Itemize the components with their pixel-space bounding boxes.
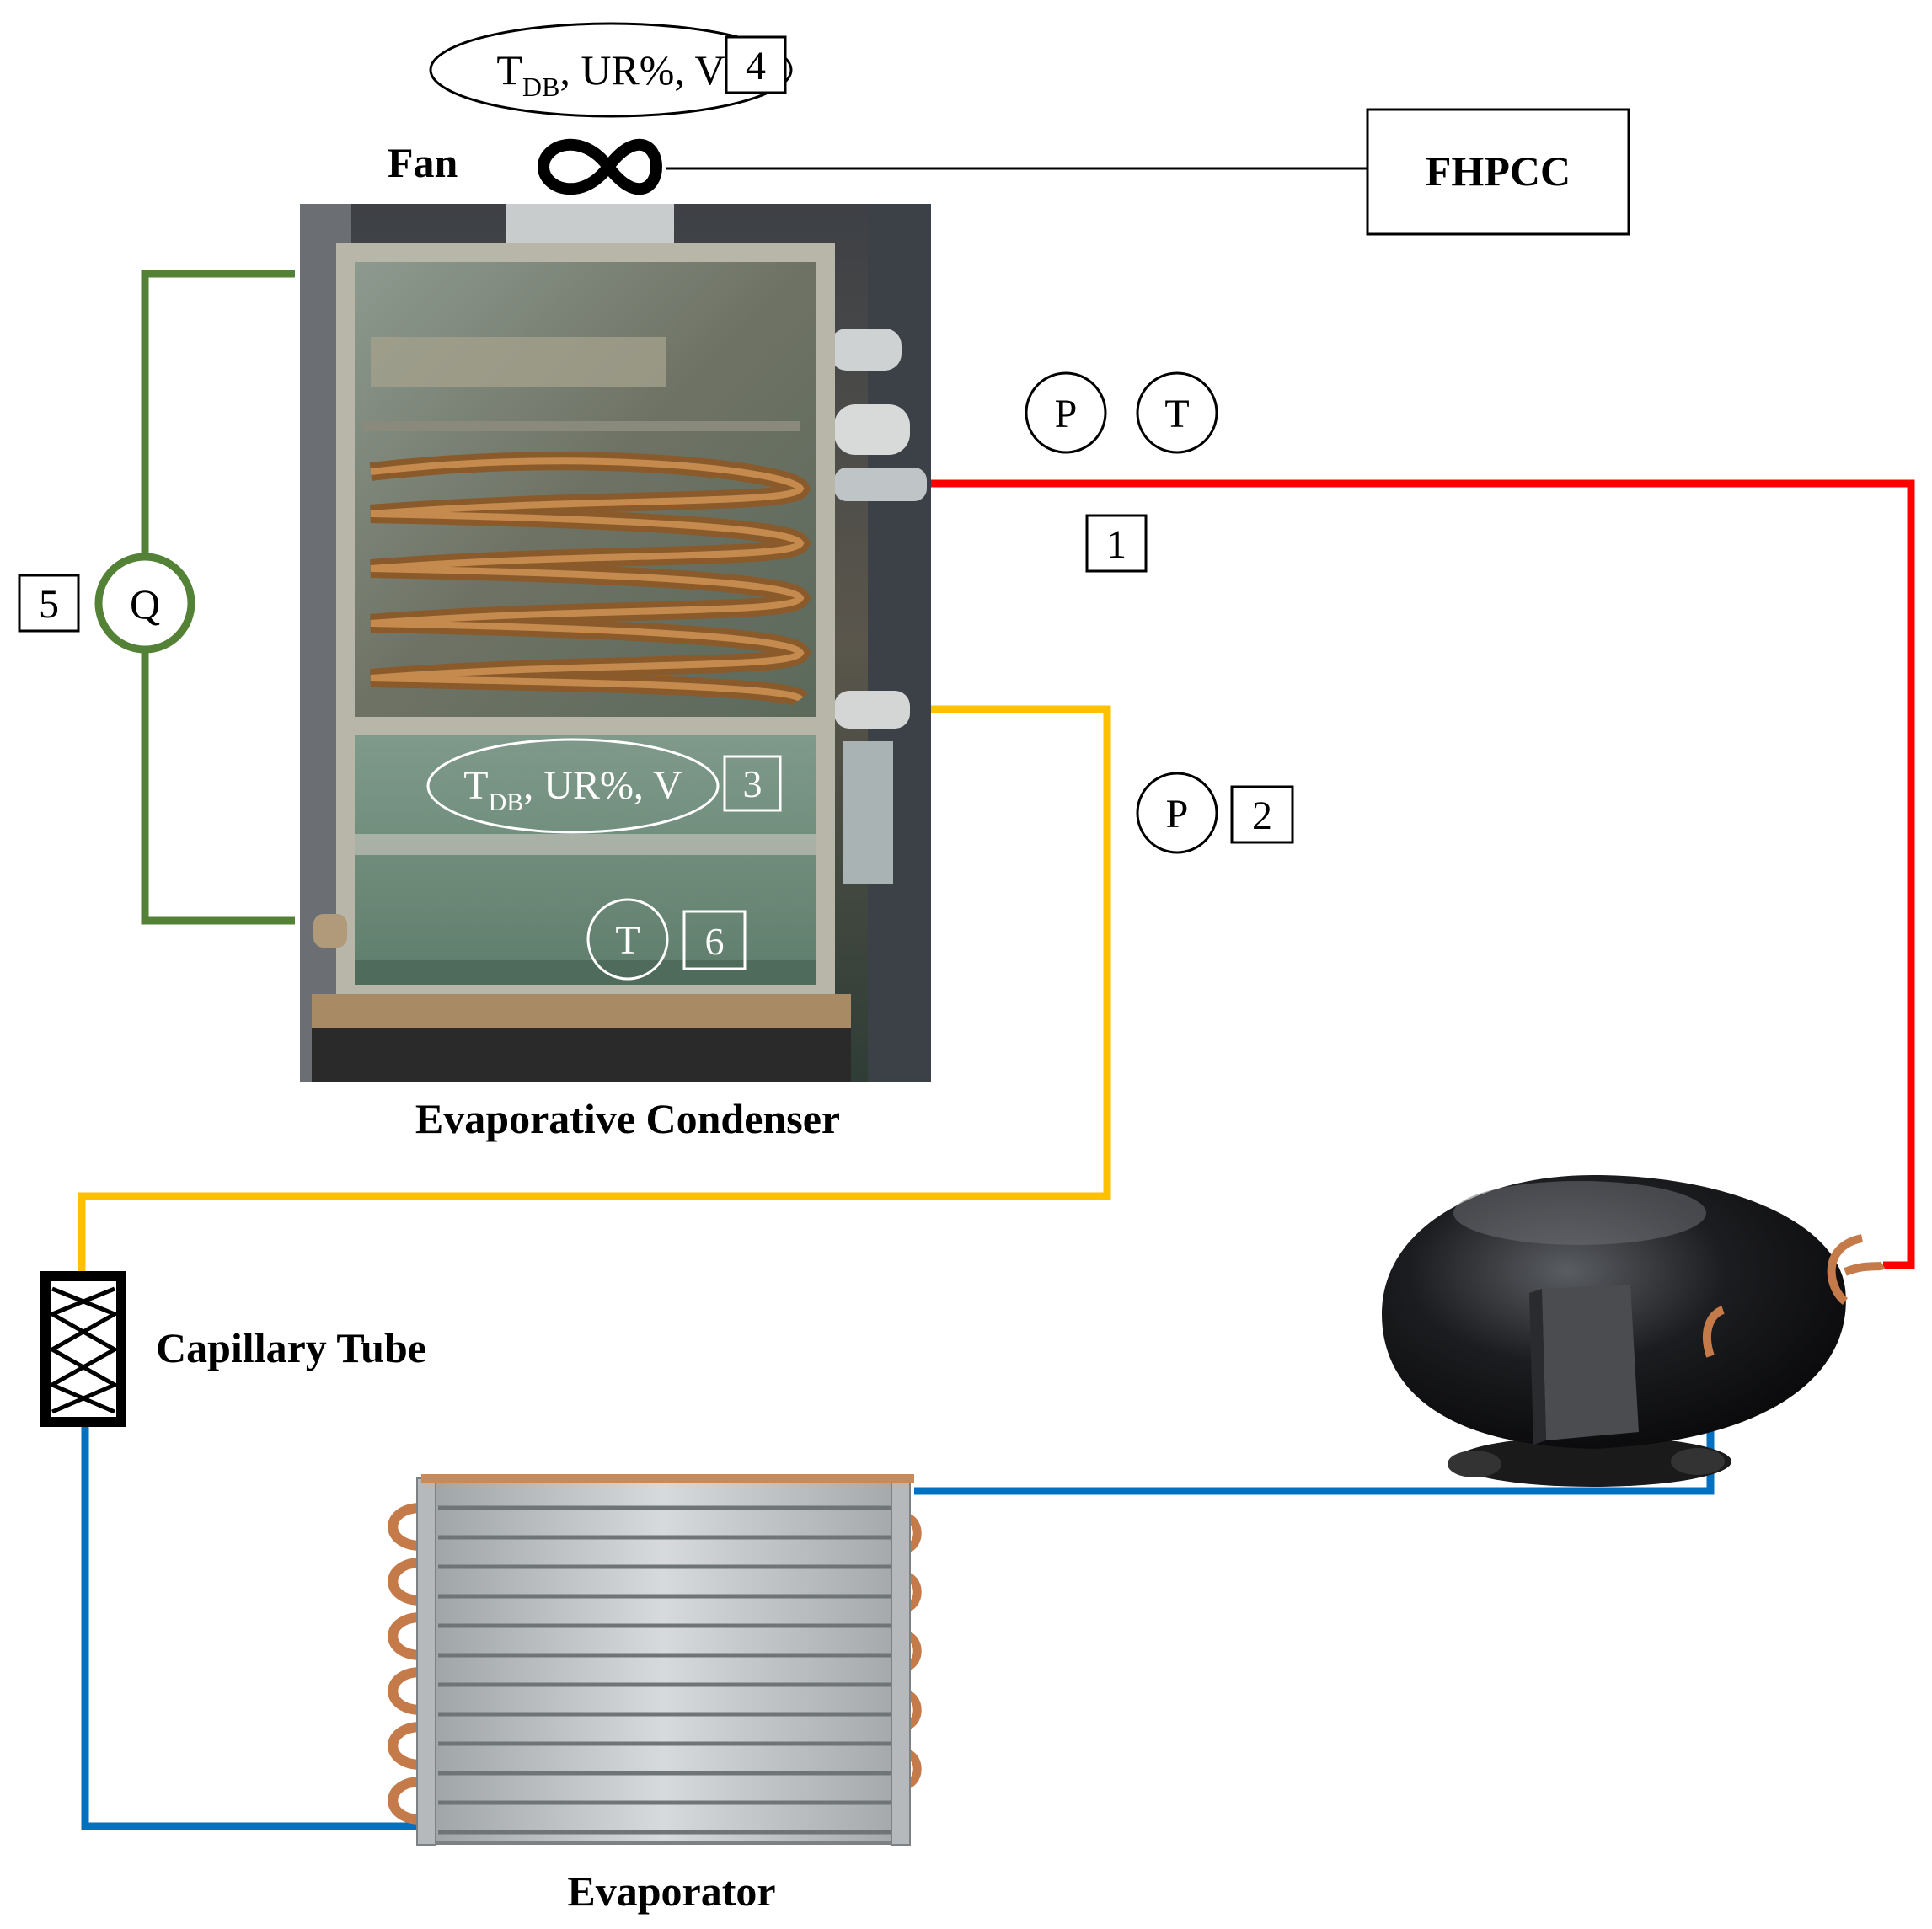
capillary-tube-label: Capillary Tube <box>156 1324 426 1371</box>
inlet-air-sensor-label: TDB, UR%, V <box>463 763 682 816</box>
suction-line-pipe-left <box>81 1422 421 1830</box>
inlet-air-sensor-id-box <box>723 755 782 812</box>
inlet-air-sensor-ellipse <box>426 738 720 834</box>
water-temp-sensor-id-box <box>682 910 747 970</box>
water-temp-sensor-circle <box>586 898 669 981</box>
discharge-pressure-sensor-circle <box>1025 371 1107 454</box>
discharge-temp-sensor-circle <box>1136 371 1218 454</box>
liquid-line-pipe <box>78 705 1111 1276</box>
evaporator-label: Evaporator <box>567 1868 775 1915</box>
fan-icon <box>537 138 663 195</box>
capillary-tube-icon <box>40 1271 126 1427</box>
top-air-sensor-id-box <box>725 35 787 94</box>
fan-label: Fan <box>388 139 458 186</box>
top-air-sensor-id: 4 <box>746 44 766 88</box>
discharge-temp-sensor-label: T <box>1164 392 1189 436</box>
discharge-line-pipe <box>925 479 1915 1269</box>
discharge-sensor-id-box <box>1085 514 1148 573</box>
condenser-outlet-sensor-id: 2 <box>1252 794 1272 838</box>
evaporative-condenser-image <box>300 204 931 1082</box>
water-temp-sensor-id: 6 <box>705 920 725 963</box>
top-air-sensor-ellipse <box>429 22 793 118</box>
fhpcc-box <box>1366 108 1630 236</box>
water-flow-sensor-id-box <box>18 574 80 633</box>
condenser-outlet-sensor-id-box <box>1230 785 1294 844</box>
water-flow-sensor-circle <box>94 553 195 654</box>
top-air-sensor-label: TDB, UR%, V <box>496 46 725 102</box>
water-temp-sensor-label: T <box>615 918 640 963</box>
evaporator-image <box>388 1474 922 1846</box>
water-flow-sensor-id: 5 <box>39 582 59 627</box>
discharge-pressure-sensor-label: P <box>1055 392 1078 436</box>
fhpcc-label: FHPCC <box>1426 147 1571 195</box>
evaporative-condenser-label: Evaporative Condenser <box>415 1095 840 1142</box>
inlet-air-sensor-id: 3 <box>743 762 763 805</box>
water-flow-sensor-label: Q <box>130 580 160 628</box>
condenser-outlet-pressure-sensor-label: P <box>1166 792 1189 836</box>
discharge-sensor-id: 1 <box>1106 522 1127 567</box>
compressor-image <box>1382 1175 1886 1487</box>
condenser-outlet-pressure-sensor-circle <box>1136 772 1218 854</box>
